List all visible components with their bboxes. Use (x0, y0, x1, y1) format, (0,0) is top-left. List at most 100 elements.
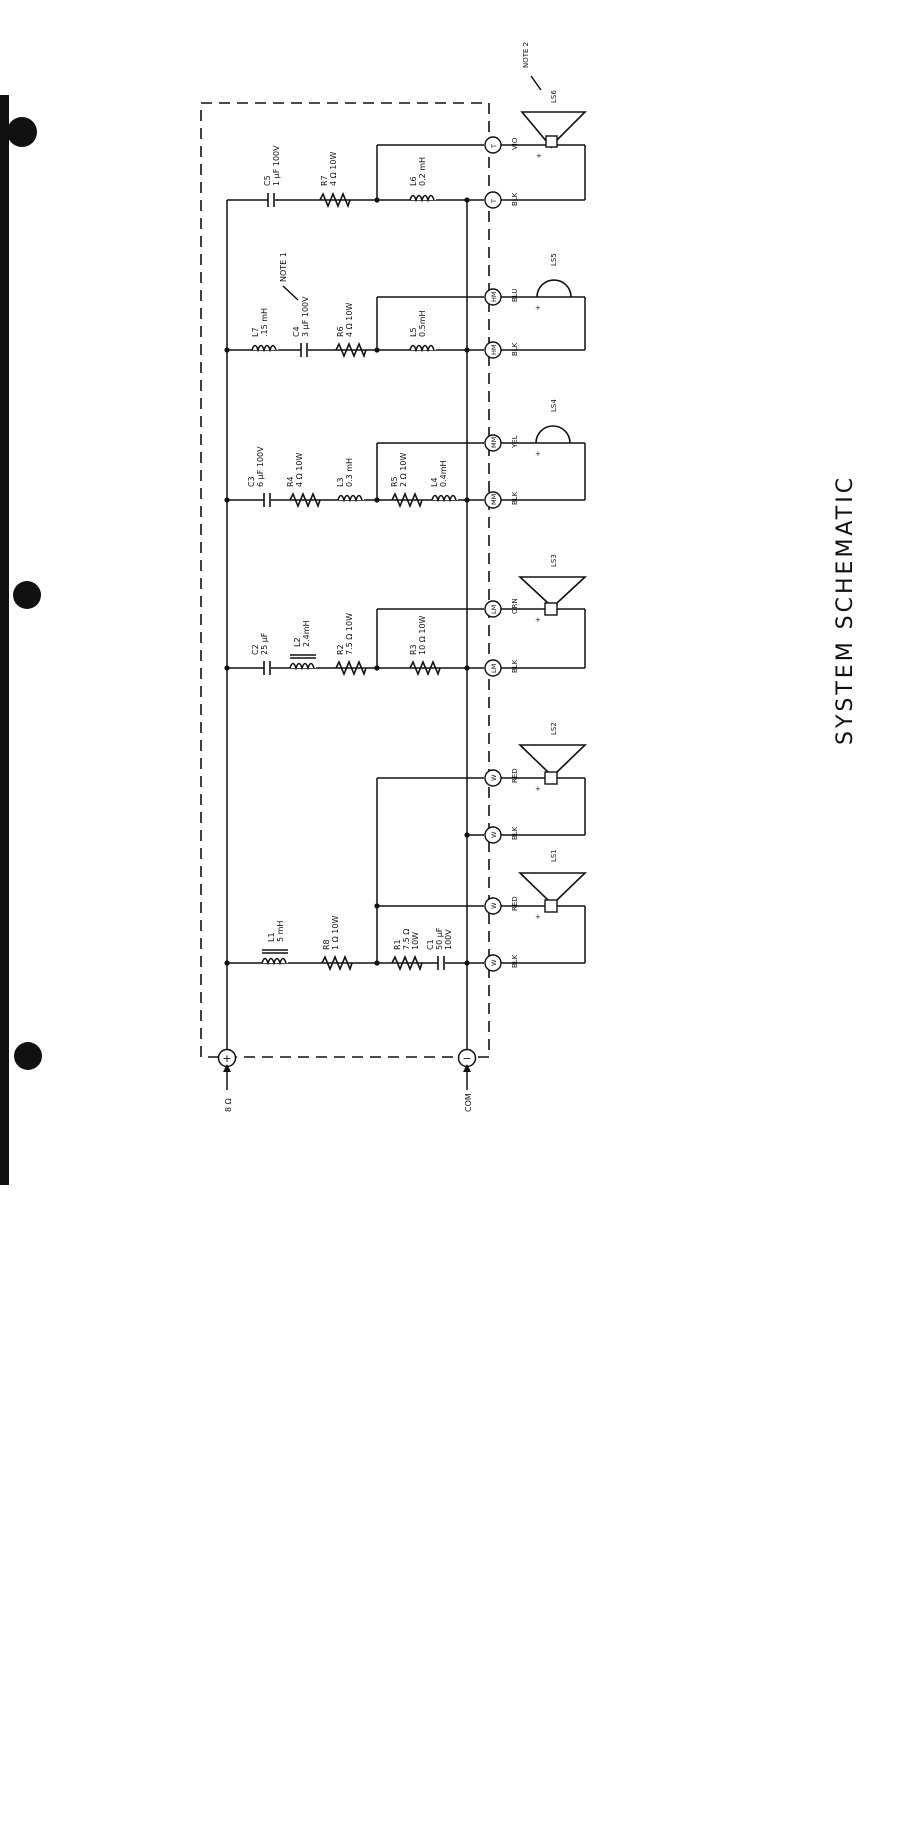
wire-ls6-ret-color: BLK (511, 192, 519, 206)
label-l7-ref: L7 (251, 327, 260, 337)
ls5-ref: LS5 (550, 253, 558, 266)
punch-hole-middle (13, 581, 41, 609)
resistor-r6 (335, 341, 367, 359)
label-c3-value: 6 μF 100V (256, 446, 265, 487)
loudspeaker-ls1: + LS1 (518, 849, 587, 921)
label-r8-value: 1 Ω 10W (331, 916, 340, 950)
note-1-leader (282, 285, 299, 301)
capacitor-c5 (267, 193, 275, 207)
label-c4-ref: C4 (292, 326, 301, 337)
label-l7-value: .15 mH (260, 308, 269, 337)
label-l3-ref: L3 (336, 477, 345, 487)
label-r1-value: 7.5 Ω (402, 929, 411, 950)
label-r1-value2: 10W (411, 932, 420, 950)
inductor-l4 (431, 493, 458, 503)
punch-hole-bottom (14, 1042, 42, 1070)
label-l1-ref: L1 (267, 932, 276, 942)
resistor-r5 (391, 491, 423, 509)
label-l6-value: 0.2 mH (418, 157, 427, 186)
ls3-plus: + (535, 616, 541, 624)
label-r6-value: 4 Ω 10W (345, 303, 354, 337)
terminal-ls4-hot-label: MM (490, 437, 498, 448)
loudspeaker-ls6: + LS6 NOTE 2 (520, 42, 587, 160)
loudspeaker-ls3: + LS3 (517, 554, 588, 624)
wire-ls2-ret-color: BLK (511, 826, 519, 840)
wire-ls3-hot-color: ORN (511, 598, 519, 614)
loudspeaker-ls5: + LS5 (535, 253, 572, 312)
inductor-l1 (261, 949, 288, 966)
loudspeaker-ls4: + LS4 (535, 399, 571, 458)
terminal-ls2-hot-label: W (490, 774, 498, 781)
ls1-ref: LS1 (550, 849, 558, 862)
wire-ls1-ret-color: BLK (511, 954, 519, 968)
label-l5-value: 0.5mH (418, 310, 427, 337)
label-r1-ref: R1 (393, 939, 402, 950)
label-r6-ref: R6 (336, 326, 345, 337)
wire-ls2-hot-color: RED (511, 768, 519, 783)
resistor-r7 (319, 191, 351, 209)
inductor-l6 (409, 193, 436, 203)
label-c1-value2: 100V (444, 929, 453, 950)
speaker-wiring: VIO BLK BLU BLK YEL BLK ORN BLK RED BLK … (501, 137, 586, 968)
component-labels: C5 1 μF 100V R7 4 Ω 10W L6 0.2 mH NOTE 1… (247, 145, 453, 950)
ls1-plus: + (535, 913, 541, 921)
wire-ls4-ret-color: BLK (511, 491, 519, 505)
terminal-block: T T HM HM MM MM LM LM W W W W (484, 136, 502, 972)
capacitor-c3 (263, 493, 271, 507)
loudspeaker-ls2: + LS2 (518, 722, 587, 793)
wire-ls1-hot-color: RED (511, 896, 519, 911)
label-r2-value: 7.5 Ω 10W (345, 613, 354, 655)
label-c5-value: 1 μF 100V (272, 145, 281, 186)
ls4-ref: LS4 (550, 399, 558, 412)
ls6-ref: LS6 (550, 90, 558, 103)
resistor-r2 (335, 659, 367, 677)
wire-ls5-ret-color: BLK (511, 342, 519, 356)
label-l1-value: 5 mH (276, 921, 285, 942)
label-c1-ref: C1 (426, 939, 435, 950)
inductor-l3 (337, 493, 364, 503)
inductor-l7 (251, 343, 278, 353)
input-plus-symbol: + (222, 1052, 231, 1065)
sheet-title: SYSTEM SCHEMATIC (833, 475, 858, 745)
ls2-plus: + (535, 785, 541, 793)
input-minus-symbol: − (462, 1052, 471, 1065)
label-r7-value: 4 Ω 10W (329, 152, 338, 186)
capacitor-c2 (263, 661, 271, 675)
label-l5-ref: L5 (409, 327, 418, 337)
note-2-label: NOTE 2 (522, 42, 530, 68)
label-r4-ref: R4 (286, 476, 295, 487)
label-r3-ref: R3 (409, 644, 418, 655)
terminal-ls6-ret-label: T (490, 199, 498, 204)
terminal-ls4-ret-label: MM (490, 494, 498, 505)
label-l3-value: 0.3 mH (345, 458, 354, 487)
ls2-ref: LS2 (550, 722, 558, 735)
terminal-ls1-ret-label: W (490, 959, 498, 966)
ls6-plus: + (536, 152, 542, 160)
note-2-leader (530, 75, 542, 91)
crossover-enclosure (200, 102, 490, 1058)
capacitor-c4 (300, 343, 308, 357)
label-c4-value: 3 μF 100V (301, 296, 310, 337)
punch-hole-top (7, 117, 37, 147)
label-l4-ref: L4 (430, 477, 439, 487)
label-c5-ref: C5 (263, 175, 272, 186)
label-r3-value: 10 Ω 10W (418, 615, 427, 655)
terminal-ls5-ret-label: HM (490, 345, 498, 356)
terminal-ls5-hot-label: HM (490, 292, 498, 303)
binder-margin (0, 95, 42, 1185)
resistor-r4 (289, 491, 321, 509)
input-com-terminal: − (457, 1048, 477, 1090)
label-l6-ref: L6 (409, 176, 418, 186)
label-r4-value: 4 Ω 10W (295, 453, 304, 487)
resistor-r8 (321, 954, 353, 972)
ls5-plus: + (535, 304, 541, 312)
terminal-ls3-ret-label: LM (490, 664, 498, 673)
wire-ls3-ret-color: BLK (511, 659, 519, 673)
label-l2-value: 2.4mH (302, 620, 311, 647)
tweeter-section (227, 144, 484, 203)
inductor-l2 (289, 654, 316, 671)
label-c1-value: 50 μF (435, 927, 444, 950)
input-com-label: COM (464, 1093, 473, 1112)
label-c3-ref: C3 (247, 476, 256, 487)
